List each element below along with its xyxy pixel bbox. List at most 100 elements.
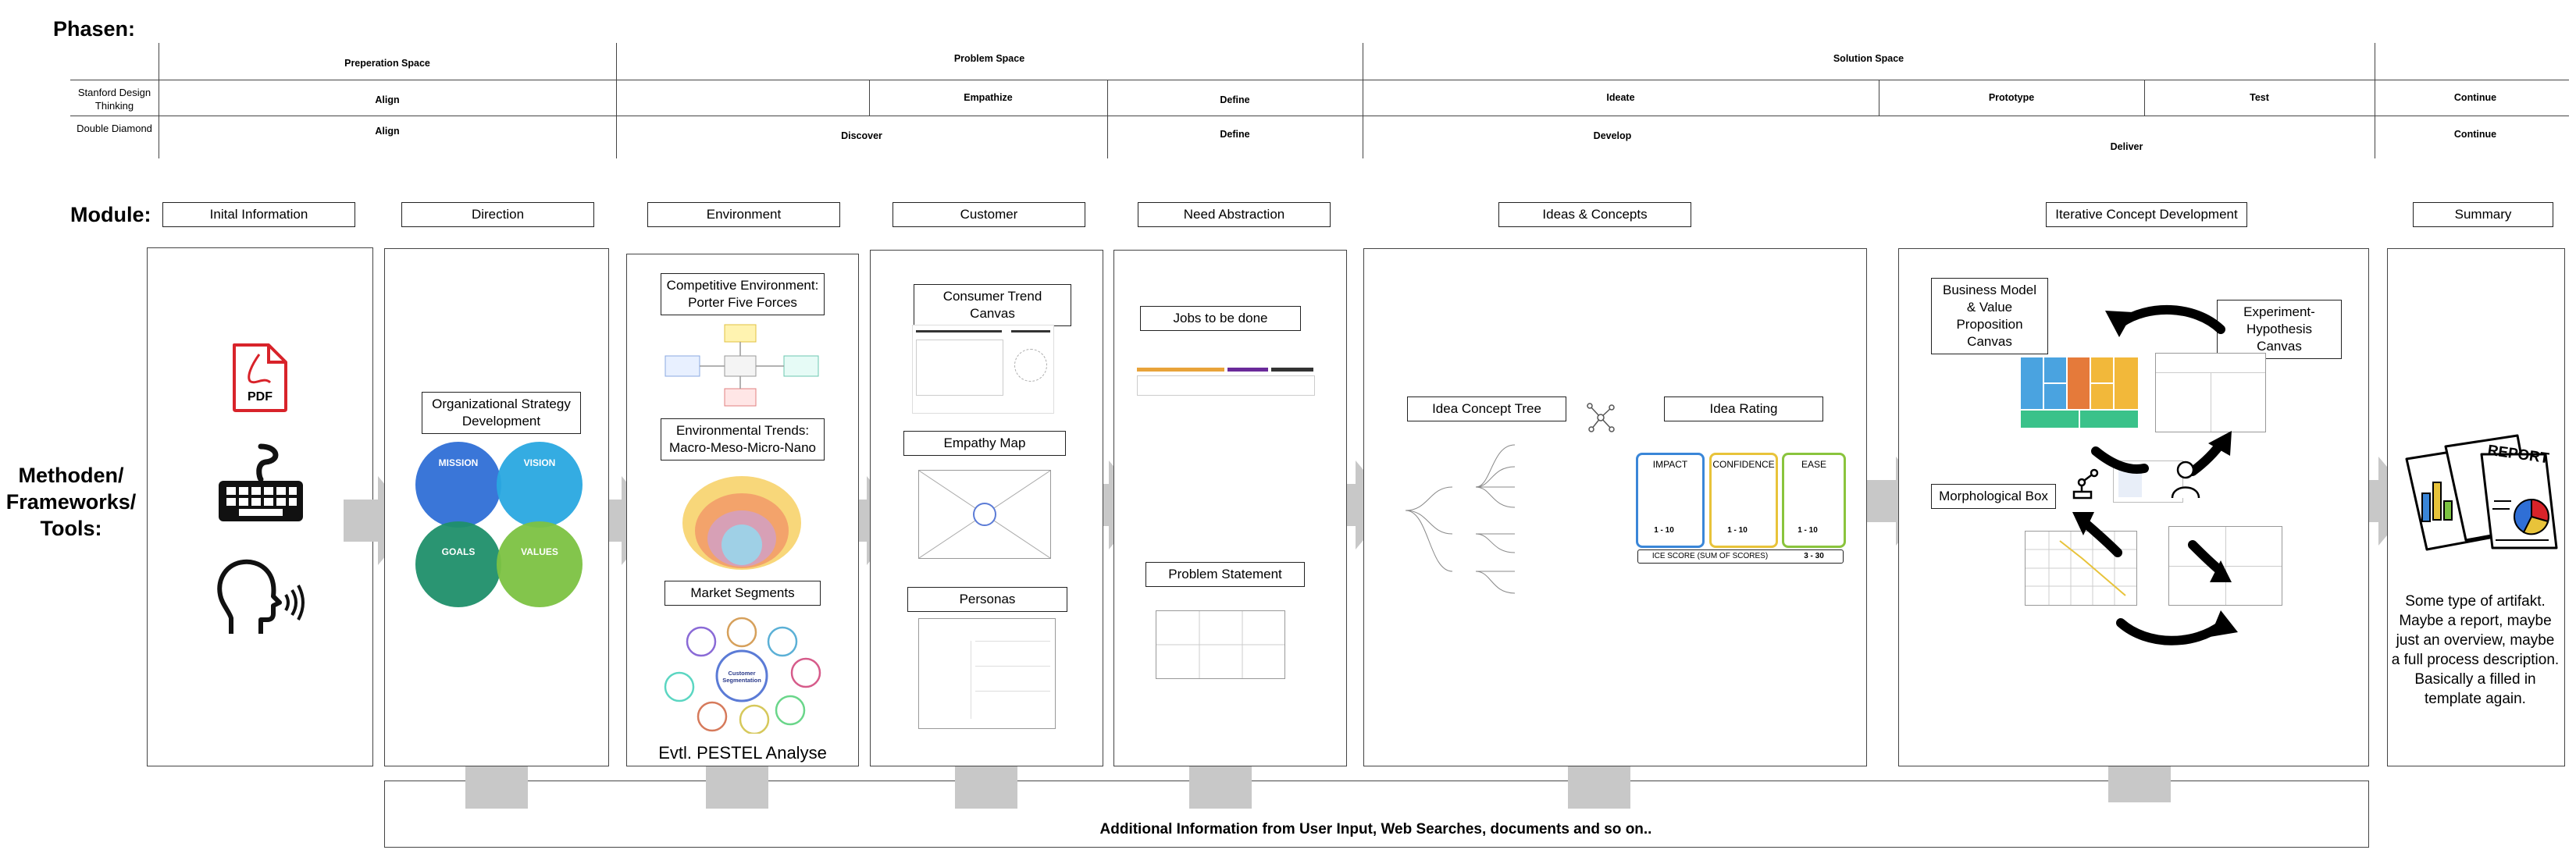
diamond-define: Define — [1220, 129, 1250, 140]
module-heading: Module: — [70, 203, 151, 226]
divider — [616, 43, 617, 158]
diamond-continue: Continue — [2453, 129, 2497, 140]
keyboard-icon — [219, 443, 303, 521]
pdf-icon — [233, 343, 287, 412]
footer-text: Additional Information from User Input, … — [1099, 821, 1652, 837]
column-need-abstraction — [1113, 250, 1347, 766]
label-idea-concept-tree: Idea Concept Tree — [1407, 396, 1566, 421]
diamond-discover: Discover — [841, 130, 882, 141]
confidence-scale: 1 - 10 — [1727, 526, 1748, 535]
label-morphological-box: Morphological Box — [1931, 484, 2056, 509]
methods-heading: Methoden/ Frameworks/ Tools: — [5, 464, 137, 540]
label-jobs-to-be-done: Jobs to be done — [1140, 306, 1301, 331]
space-preparation: Preperation Space — [344, 58, 430, 69]
right-arrow — [1074, 461, 1146, 549]
label-idea-rating: Idea Rating — [1664, 396, 1823, 421]
jobs-to-be-done-thumbnail — [1136, 367, 1315, 398]
right-arrow — [587, 476, 659, 565]
divider — [869, 80, 870, 116]
row-label-diamond: Double Diamond — [77, 123, 152, 134]
network-icon — [1587, 403, 1615, 432]
label-organizational-strategy: Organizational Strategy Development — [422, 392, 581, 434]
right-arrow — [1862, 457, 1933, 546]
label-empathy-map: Empathy Map — [903, 431, 1066, 456]
ice-confidence-card — [1709, 453, 1778, 548]
label-environmental-trends: Environmental Trends: Macro-Meso-Micro-N… — [661, 418, 825, 461]
values-label: VALUES — [521, 546, 558, 557]
label-market-segments: Market Segments — [664, 581, 821, 606]
ice-impact-card — [1636, 453, 1705, 548]
ease-scale: 1 - 10 — [1797, 526, 1818, 535]
phases-title: Phasen: — [53, 17, 136, 41]
space-problem: Problem Space — [953, 53, 1025, 64]
impact-scale: 1 - 10 — [1654, 526, 1674, 535]
right-arrow — [832, 476, 904, 565]
summary-description: Some type of artifakt. Maybe a report, m… — [2391, 593, 2560, 707]
right-arrow — [344, 476, 415, 565]
porter-five-forces-diagram — [664, 324, 819, 407]
stanford-empathize: Empathize — [964, 92, 1013, 103]
ice-score-bar — [1637, 549, 1844, 564]
person-icon — [2171, 461, 2200, 499]
right-arrow — [1321, 461, 1393, 549]
module-customer: Customer — [893, 202, 1085, 227]
diamond-align: Align — [375, 126, 400, 137]
circle-values — [497, 521, 583, 607]
test-canvas-thumbnail — [2168, 526, 2282, 606]
idea-tree-diagram — [1405, 444, 1516, 594]
mission-label: MISSION — [438, 457, 479, 468]
space-solution: Solution Space — [1833, 53, 1904, 64]
problem-statement-thumbnail — [1156, 610, 1285, 679]
impact-label: IMPACT — [1652, 459, 1688, 470]
diamond-deliver: Deliver — [2110, 141, 2143, 152]
label-experiment-hypothesis-canvas: Experiment-Hypothesis Canvas — [2217, 300, 2342, 359]
module-summary: Summary — [2413, 202, 2553, 227]
market-segments-diagram — [664, 617, 821, 734]
consumer-trend-canvas-thumbnail — [912, 325, 1054, 414]
stanford-align: Align — [375, 94, 400, 105]
stanford-continue: Continue — [2453, 92, 2497, 103]
stanford-test: Test — [2250, 92, 2269, 103]
module-inital-information: Inital Information — [162, 202, 355, 227]
business-model-canvas-thumbnail — [2021, 357, 2138, 429]
personas-thumbnail — [918, 618, 1056, 729]
divider — [1107, 80, 1108, 158]
circle-goals — [415, 521, 501, 607]
ice-ease-card — [1782, 453, 1846, 548]
experiment-canvas-thumbnail — [2155, 353, 2266, 432]
right-arrow — [2344, 457, 2416, 546]
goals-label: GOALS — [441, 546, 476, 557]
label-consumer-trend-canvas: Consumer Trend Canvas — [914, 284, 1071, 326]
module-direction: Direction — [401, 202, 594, 227]
cycle-arrows — [2072, 304, 2238, 645]
robot-arm-icon — [2072, 468, 2099, 500]
stanford-define: Define — [1220, 94, 1250, 105]
ease-label: EASE — [1801, 459, 1826, 470]
circle-vision — [497, 442, 583, 528]
stanford-prototype: Prototype — [1988, 92, 2035, 103]
pestel-label: Evtl. PESTEL Analyse — [658, 743, 827, 763]
report-icon — [2405, 434, 2558, 551]
module-iterative-concept-development: Iterative Concept Development — [2046, 202, 2247, 227]
label-porter-five-forces: Competitive Environment: Porter Five For… — [661, 273, 825, 315]
divider — [2144, 80, 2145, 116]
module-environment: Environment — [647, 202, 840, 227]
ice-score-label: ICE SCORE (SUM OF SCORES) — [1651, 552, 1769, 560]
circle-mission — [415, 442, 501, 528]
diamond-develop: Develop — [1593, 130, 1632, 141]
empathy-map-thumbnail — [918, 470, 1051, 559]
vision-label: VISION — [523, 457, 556, 468]
label-problem-statement: Problem Statement — [1145, 562, 1305, 587]
confidence-label: CONFIDENCE — [1712, 459, 1775, 470]
label-personas: Personas — [907, 587, 1067, 612]
pdf-label: PDF — [248, 390, 273, 404]
row-label-stanford: Stanford Design Thinking — [77, 87, 151, 112]
ice-score-range: 3 - 30 — [1804, 552, 1824, 560]
label-business-model-canvas: Business Model & Value Proposition Canva… — [1931, 278, 2048, 354]
module-ideas-concepts: Ideas & Concepts — [1498, 202, 1691, 227]
speaking-head-icon — [217, 559, 305, 634]
stanford-ideate: Ideate — [1606, 92, 1635, 103]
macro-meso-micro-nano-diagram — [682, 476, 801, 570]
morphological-box-thumbnail — [2025, 531, 2137, 606]
module-need-abstraction: Need Abstraction — [1138, 202, 1331, 227]
